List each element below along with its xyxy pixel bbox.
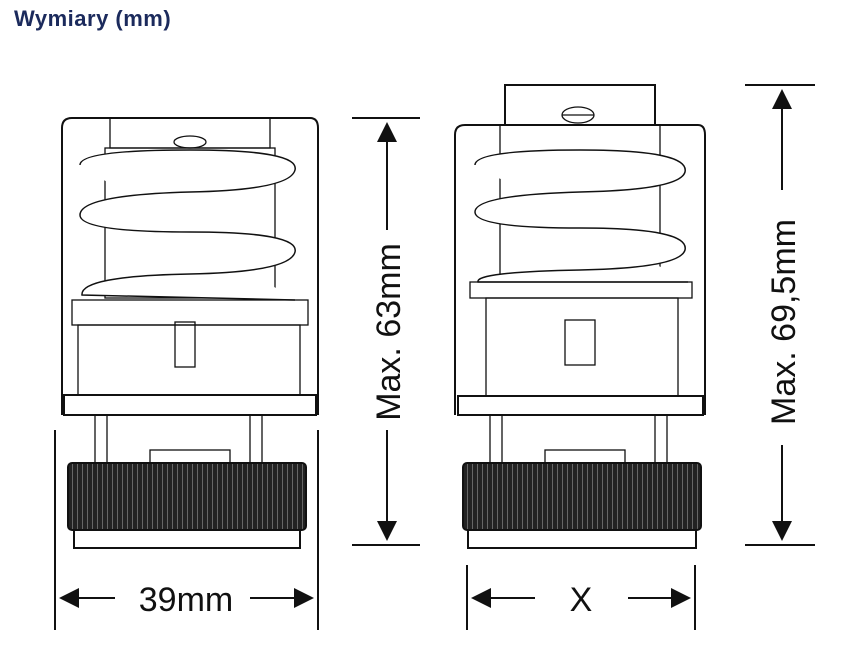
spring-coil (474, 149, 688, 283)
width-label-right: X (570, 581, 593, 619)
knurled-nut (462, 462, 702, 531)
spring-coil (79, 149, 296, 301)
actuator-side-view (454, 84, 706, 549)
dimension-left-height: Max. 63mm (352, 117, 420, 546)
width-label-left: 39mm (139, 581, 233, 619)
dimension-right-height: Max. 69,5mm (745, 84, 815, 546)
dimension-right-width: X (466, 565, 696, 630)
height-label-right: Max. 69,5mm (765, 219, 803, 425)
page-title: Wymiary (mm) (14, 6, 172, 31)
knurled-nut (67, 462, 307, 531)
dimension-left-width: 39mm (54, 430, 319, 630)
actuator-front-view (61, 117, 319, 549)
height-label-left: Max. 63mm (370, 243, 408, 421)
